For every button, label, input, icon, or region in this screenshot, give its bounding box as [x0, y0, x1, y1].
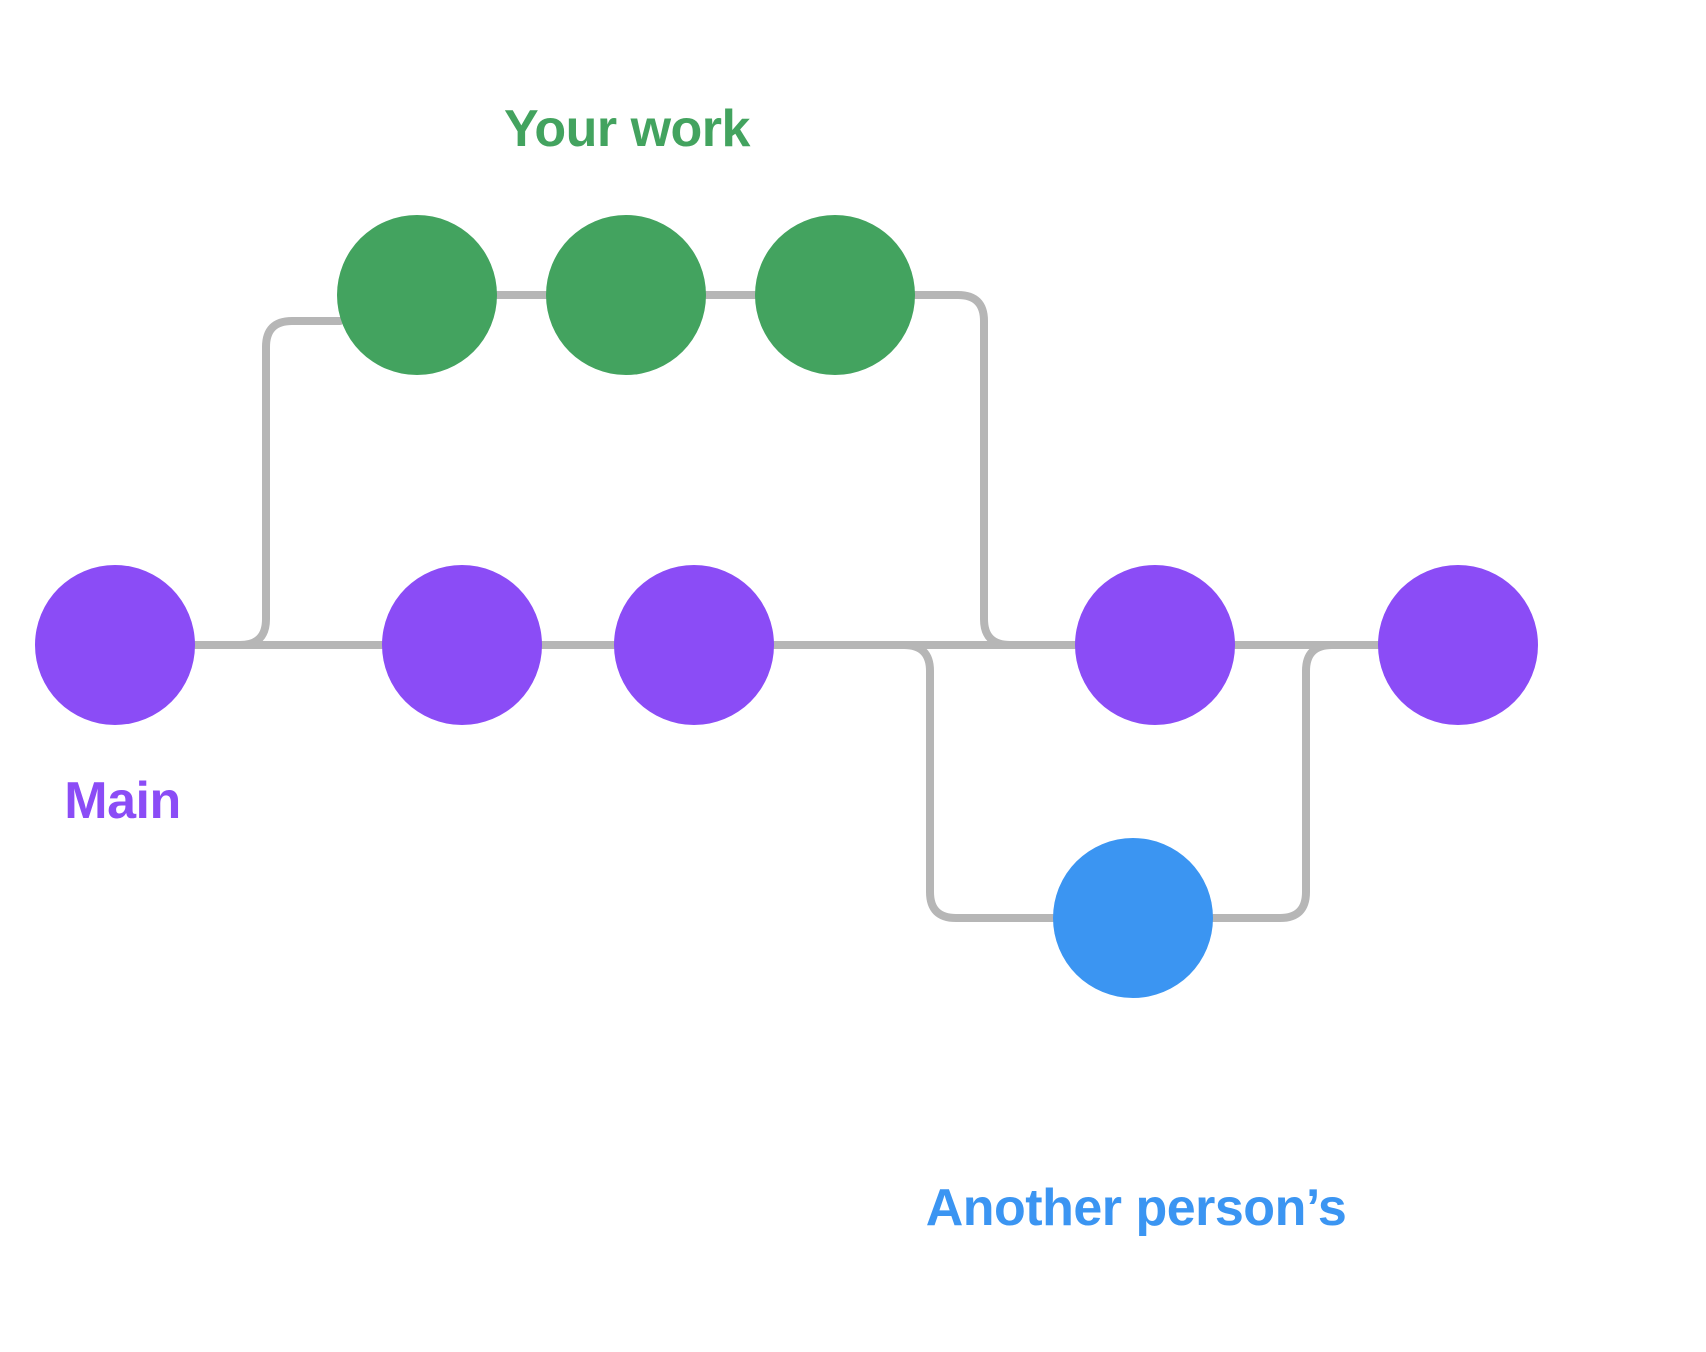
connector-merge-your-work-to-main [908, 291, 1079, 649]
connector-branch-main-to-another-person [786, 641, 1057, 922]
branch-label-main: Main [64, 772, 181, 830]
commit-node-main-1[interactable] [35, 565, 195, 725]
node-group [35, 215, 1538, 998]
branch-label-another-person: Another person’s work [836, 1042, 1436, 1352]
branch-label-your-work: Your work [504, 100, 750, 158]
branch-label-another-person-line-1: Another person’s [925, 1179, 1347, 1238]
commit-node-main-4[interactable] [1075, 565, 1235, 725]
commit-node-another-person-1[interactable] [1053, 838, 1213, 998]
commit-node-your-work-2[interactable] [546, 215, 706, 375]
connector-group [191, 291, 1382, 922]
commit-node-your-work-3[interactable] [755, 215, 915, 375]
commit-node-main-2[interactable] [382, 565, 542, 725]
commit-node-main-3[interactable] [614, 565, 774, 725]
connector-merge-another-person-to-main [1209, 641, 1382, 922]
connector-branch-main-to-your-work [226, 317, 344, 649]
commit-node-main-5[interactable] [1378, 565, 1538, 725]
commit-node-your-work-1[interactable] [337, 215, 497, 375]
